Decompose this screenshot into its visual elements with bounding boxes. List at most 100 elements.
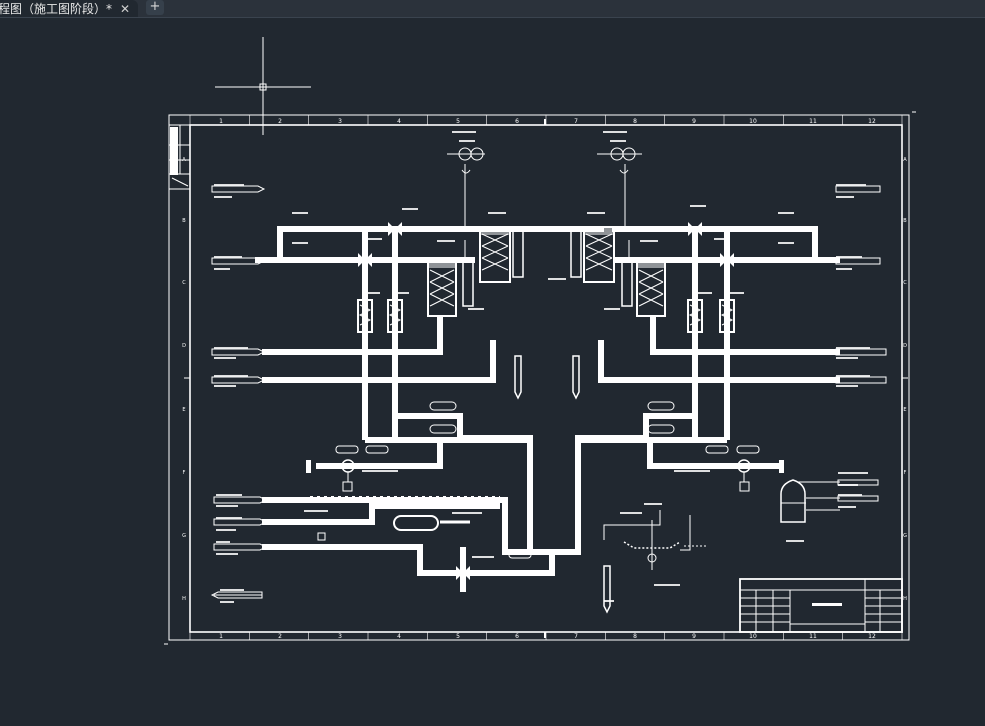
equipment	[210, 147, 887, 614]
annotation-mark	[836, 385, 858, 387]
process-pipes	[255, 226, 840, 592]
annotation-mark	[214, 268, 230, 270]
col-number: 9	[692, 118, 696, 125]
row-letter: F	[904, 470, 907, 476]
annotation-mark	[452, 512, 482, 514]
annotation-mark	[836, 256, 862, 258]
col-number: 11	[809, 118, 817, 125]
row-letter: G	[903, 533, 907, 539]
annotation-mark	[640, 240, 658, 242]
annotation-mark	[292, 242, 308, 244]
column-numbers-bottom: 1 2 3 4 5 6 7 8 9 10 11 12	[219, 633, 876, 640]
annotation-mark	[587, 212, 605, 214]
fan-right	[597, 147, 642, 174]
annotation-mark	[610, 140, 626, 142]
col-number: 3	[338, 118, 342, 125]
annotation-mark	[304, 510, 328, 512]
annotation-mark	[838, 506, 856, 508]
annotation-mark	[395, 292, 409, 294]
row-letters-right: A B C D E F G H	[903, 157, 907, 602]
column-numbers-top: 1 2 3 4 5 6 7 8 9 10 11 12	[219, 118, 876, 125]
annotation-mark	[528, 226, 546, 228]
row-letter: A	[903, 157, 907, 163]
annotation-mark	[437, 240, 455, 242]
row-letter: C	[903, 280, 907, 286]
annotation-mark	[216, 541, 230, 543]
annotation-mark	[603, 131, 627, 133]
drawing-canvas[interactable]: 1 2 3 4 5 6 7 8 9 10 11 12 1 2 3 4 5 6 7…	[0, 18, 985, 722]
document-tab-bar: 程图（施工图阶段）* ✕ +	[0, 0, 985, 18]
annotation-mark	[690, 205, 706, 207]
annotation-mark	[838, 472, 868, 474]
title-block	[739, 578, 903, 633]
annotation-mark	[488, 212, 506, 214]
annotation-mark	[214, 357, 236, 359]
annotation-mark	[214, 375, 248, 377]
document-tab-title: 程图（施工图阶段）*	[0, 2, 113, 16]
row-letter: H	[903, 596, 907, 602]
annotation-mark	[644, 503, 662, 505]
close-icon[interactable]: ✕	[120, 1, 131, 16]
new-tab-button[interactable]: +	[146, 0, 164, 15]
annotation-mark	[604, 600, 614, 602]
row-letter: D	[903, 343, 907, 349]
annotation-mark	[459, 140, 475, 142]
annotation-mark	[714, 238, 730, 240]
corner-mark	[164, 111, 916, 645]
title-block-text-mark	[812, 603, 842, 606]
col-number: 9	[692, 633, 696, 640]
annotation-mark	[366, 292, 380, 294]
fan-left	[447, 147, 485, 174]
annotation-mark	[778, 242, 794, 244]
tiny-annotations	[214, 131, 870, 603]
annotation-mark	[292, 212, 308, 214]
annotation-mark	[402, 208, 418, 210]
col-number: 8	[633, 118, 637, 125]
left-strip-fill	[170, 127, 178, 175]
crosshair-cursor-icon	[215, 37, 311, 135]
annotation-mark	[214, 184, 244, 186]
annotation-mark	[216, 517, 242, 519]
annotation-mark	[604, 308, 620, 310]
annotation-mark	[838, 494, 862, 496]
col-number: 8	[633, 633, 637, 640]
thin-lines	[214, 164, 840, 596]
annotation-mark	[836, 184, 866, 186]
annotation-mark	[620, 512, 642, 514]
annotation-mark	[836, 196, 854, 198]
row-letter: H	[182, 596, 186, 602]
col-number: 5	[456, 633, 460, 640]
row-letter: F	[183, 470, 186, 476]
col-number: 7	[574, 118, 578, 125]
document-tab[interactable]: 程图（施工图阶段）* ✕	[0, 0, 138, 17]
col-number: 2	[278, 118, 282, 125]
col-number: 2	[278, 633, 282, 640]
col-number: 1	[219, 118, 223, 125]
row-letter: C	[182, 280, 186, 286]
row-letters-left: A B C D E F G H	[182, 157, 186, 602]
col-number: 5	[456, 118, 460, 125]
row-letter: D	[182, 343, 186, 349]
heater-right	[570, 229, 582, 278]
row-letter: E	[182, 407, 185, 413]
heater-left	[512, 229, 524, 278]
row-letter: A	[182, 157, 186, 163]
annotation-mark	[654, 584, 680, 586]
annotation-mark	[836, 357, 858, 359]
cad-drawing[interactable]: 1 2 3 4 5 6 7 8 9 10 11 12 1 2 3 4 5 6 7…	[0, 18, 985, 722]
column-ruler	[189, 115, 903, 640]
col-number: 11	[809, 633, 817, 640]
annotation-mark	[778, 212, 794, 214]
col-number: 3	[338, 633, 342, 640]
annotation-mark	[214, 256, 242, 258]
annotation-mark	[216, 553, 238, 555]
annotation-mark	[214, 196, 232, 198]
col-number: 7	[574, 633, 578, 640]
annotation-mark	[836, 347, 870, 349]
row-letter: E	[903, 407, 906, 413]
col-number: 4	[397, 633, 401, 640]
annotation-mark	[730, 292, 744, 294]
annotation-mark	[216, 505, 238, 507]
annotation-mark	[786, 540, 804, 542]
annotation-mark	[366, 238, 382, 240]
